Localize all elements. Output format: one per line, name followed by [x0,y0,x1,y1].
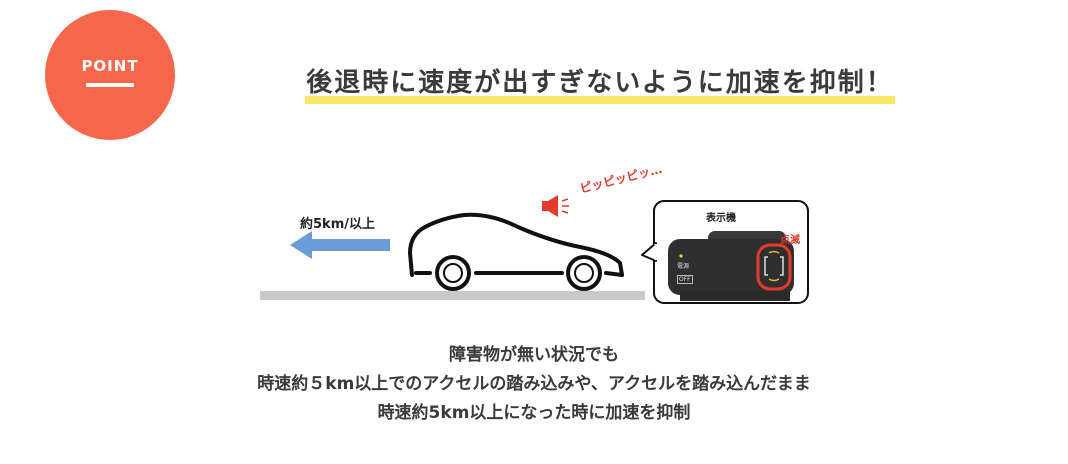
car-wheel-rear-icon [435,255,471,291]
description-line-2: 時速約５km以上でのアクセルの踏み込みや、アクセルを踏み込んだまま [257,374,811,394]
speed-label: 約5km/以上 [300,217,375,232]
headline-block: 後退時に速度が出すぎないように加速を抑制！ [305,60,895,105]
speaker-icon [542,195,569,217]
description: 障害物が無い状況でも 時速約５km以上でのアクセルの踏み込みや、アクセルを踏み込… [0,341,1068,428]
description-line-3: 時速約5km以上になった時に加速を抑制 [377,403,691,423]
power-label: 電源 [677,263,690,270]
display-title: 表示機 [706,213,736,224]
point-badge-label: POINT [81,57,139,75]
off-label: OFF [677,275,693,284]
point-badge-underline [86,83,134,87]
car-wheel-front-icon [566,255,602,291]
direction-arrow-icon [290,231,390,259]
description-line-1: 障害物が無い状況でも [449,345,619,365]
car-icon [408,212,624,277]
headline-highlight [305,96,895,104]
blink-label: 点滅 [780,235,800,246]
illustration [260,195,809,304]
ground-line [260,291,645,300]
point-badge: POINT [45,10,175,140]
display-device-icon [668,231,794,301]
headline: 後退時に速度が出すぎないように加速を抑制！ [306,68,894,98]
